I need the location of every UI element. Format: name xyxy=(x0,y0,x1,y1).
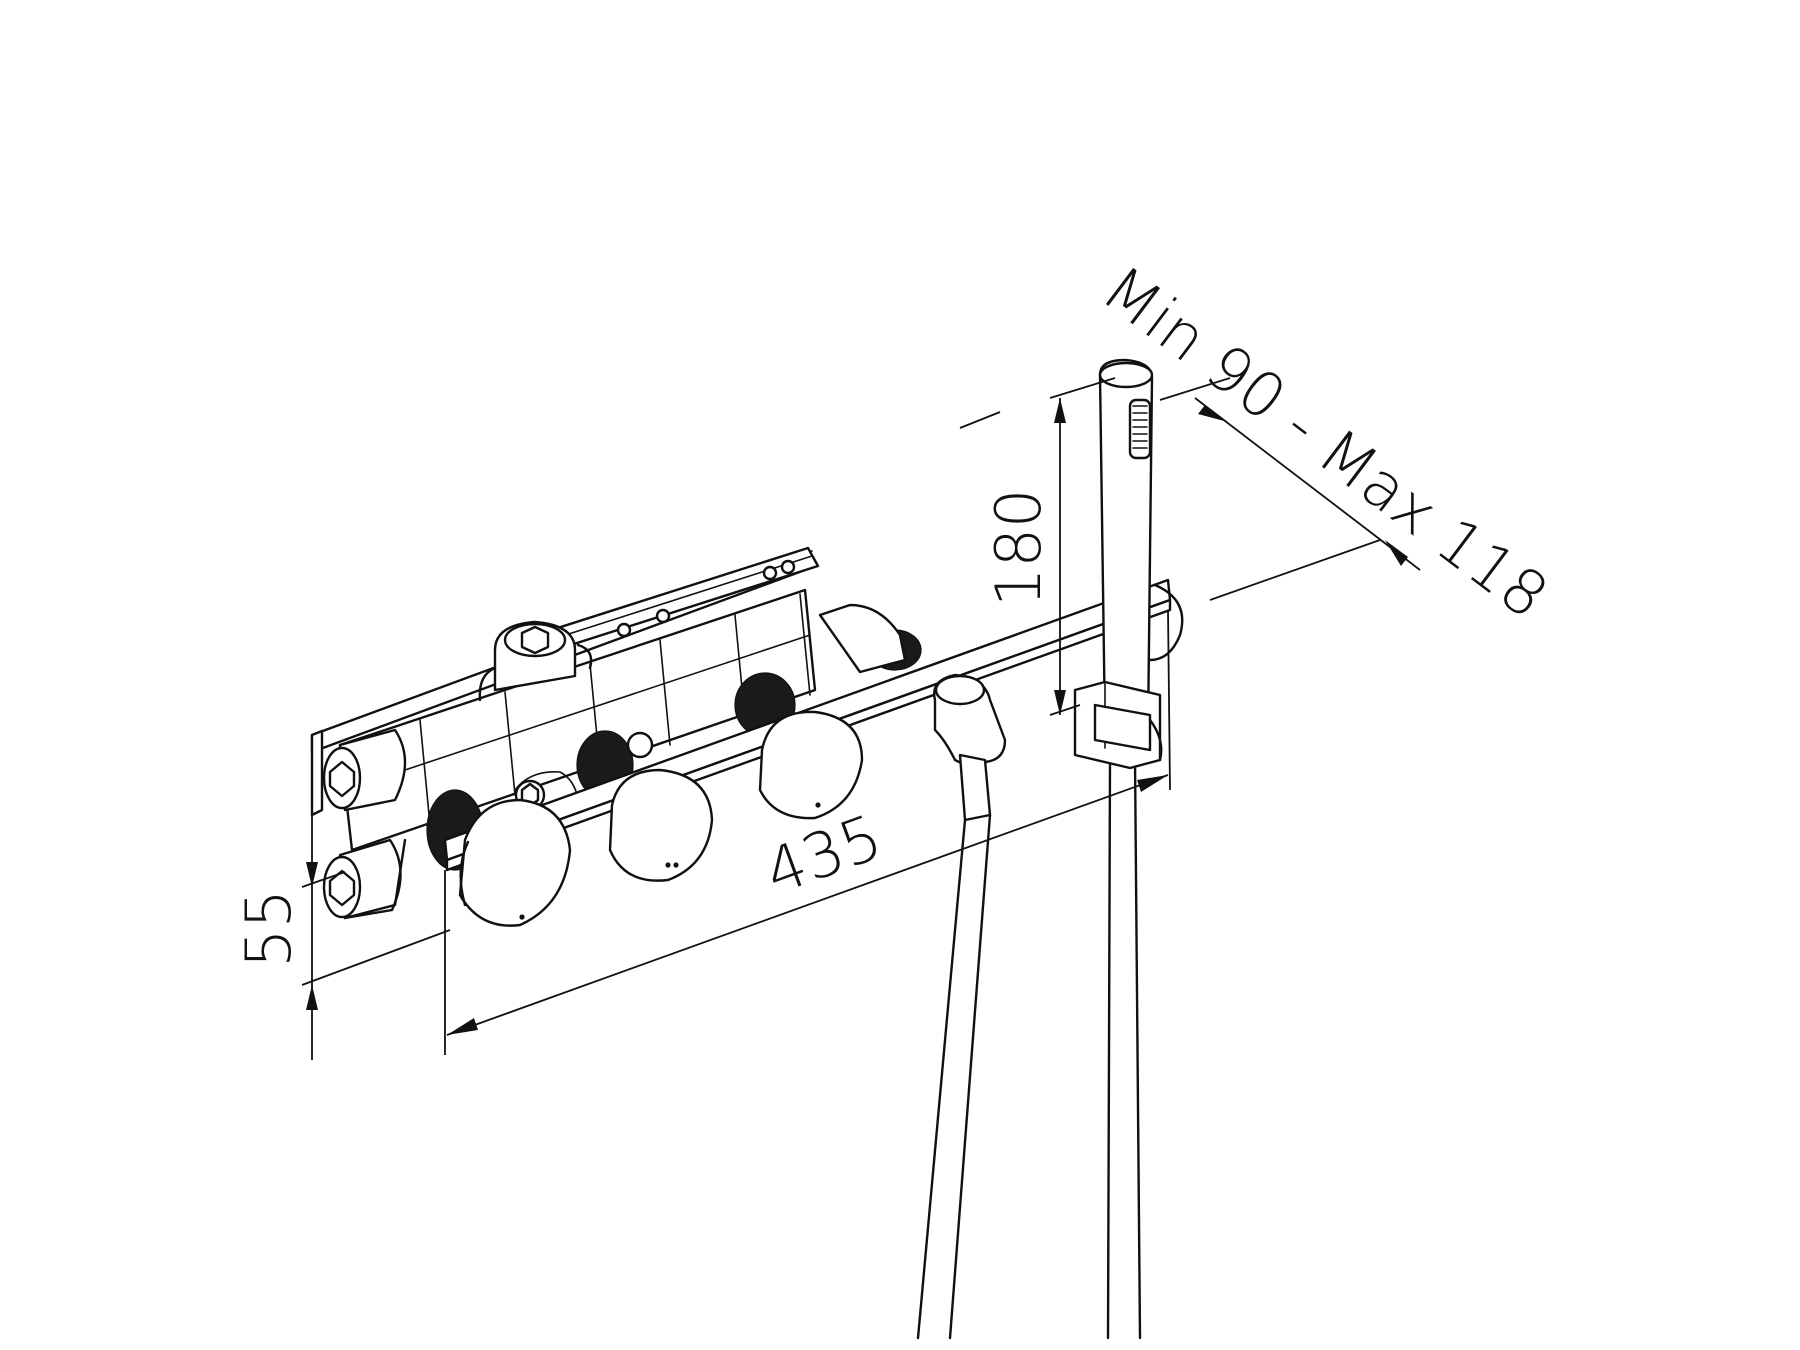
right-elbow-fitting xyxy=(818,603,907,674)
hose-outlet-elbow xyxy=(933,673,1007,822)
hand-shower xyxy=(1098,358,1154,732)
dimension-55 xyxy=(301,815,451,1060)
dimension-min-max-label: Min 90 - Max 118 xyxy=(1089,252,1562,633)
shower-holder xyxy=(1073,680,1163,770)
valve-body xyxy=(338,588,817,852)
dimension-180-label: 180 xyxy=(982,489,1055,607)
dimension-55-label: 55 xyxy=(232,889,305,968)
hose-left xyxy=(916,813,992,1340)
hose-right xyxy=(1106,758,1142,1340)
dimension-435-label: 435 xyxy=(755,800,891,909)
dimension-180 xyxy=(1049,377,1116,716)
top-cartridge-housing xyxy=(478,620,593,702)
dimension-435 xyxy=(444,609,1171,1055)
spray-nozzles xyxy=(1132,405,1148,449)
left-inlet-fitting-top xyxy=(322,728,407,812)
knob-2 xyxy=(608,768,714,882)
top-rail xyxy=(518,546,820,660)
knob-3 xyxy=(758,710,864,820)
left-inlet-fitting-bottom xyxy=(322,838,407,920)
dimension-min-max xyxy=(959,377,1421,601)
knob-1 xyxy=(458,798,572,927)
